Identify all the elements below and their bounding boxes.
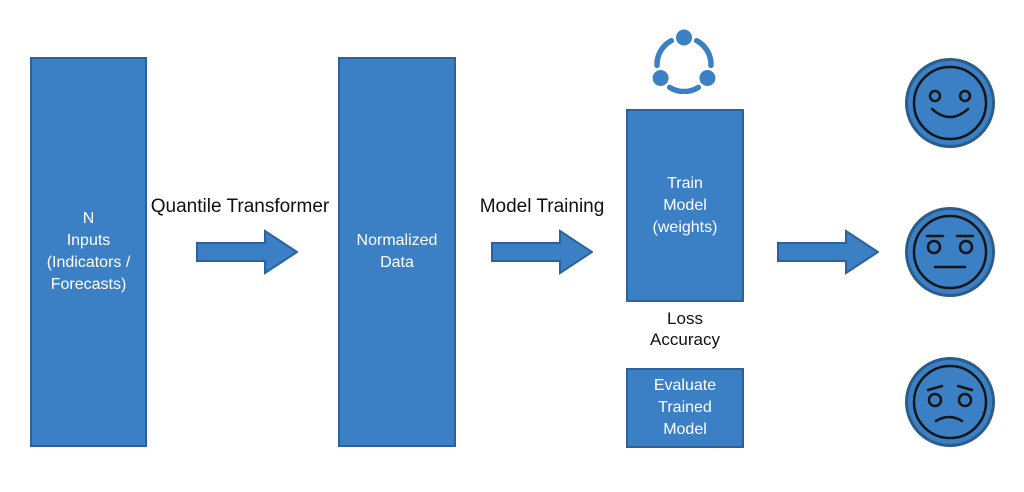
train-model-box-label: Train Model (weights) bbox=[652, 174, 718, 236]
worried-face-icon bbox=[905, 357, 995, 447]
inputs-box-label: N Inputs (Indicators / Forecasts) bbox=[46, 210, 131, 293]
happy-face-icon bbox=[905, 58, 995, 148]
normalized-data-box: Normalized Data bbox=[338, 57, 456, 447]
train-model-box: Train Model (weights) bbox=[626, 109, 744, 302]
neutral-face-icon bbox=[905, 207, 995, 297]
output-right-arrow-icon bbox=[777, 229, 879, 275]
quantile-right-arrow-icon bbox=[196, 229, 298, 275]
loss-accuracy-label: Loss Accuracy bbox=[650, 309, 720, 349]
quantile-transformer-label: Quantile Transformer bbox=[150, 196, 330, 217]
inputs-box: N Inputs (Indicators / Forecasts) bbox=[30, 57, 147, 447]
normalized-data-box-label: Normalized Data bbox=[356, 232, 438, 271]
evaluate-trained-model-box-label: Evaluate Trained Model bbox=[653, 377, 717, 438]
training-right-arrow-icon bbox=[491, 229, 593, 275]
model-training-label: Model Training bbox=[479, 196, 605, 217]
sync-cycle-icon bbox=[652, 29, 716, 94]
evaluate-trained-model-box: Evaluate Trained Model bbox=[626, 368, 744, 448]
